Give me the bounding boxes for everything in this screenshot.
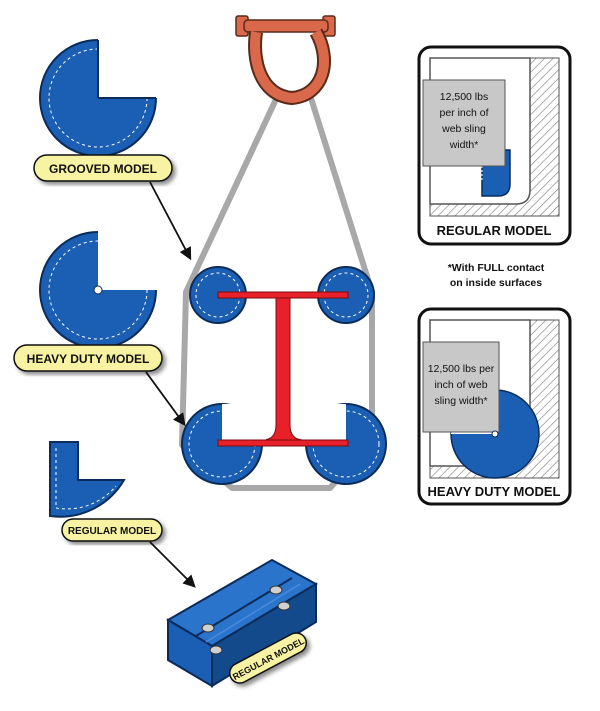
sling-assembly xyxy=(179,15,387,491)
grooved-model-text: GROOVED MODEL xyxy=(49,162,157,176)
regular-model-text: REGULAR MODEL xyxy=(68,526,156,537)
regular-note-line-4: width* xyxy=(449,139,479,151)
heavy-duty-model-pad xyxy=(39,230,160,349)
regular-block-label xyxy=(228,632,308,684)
web-sling xyxy=(179,93,375,491)
heavy-note-line-2: inch of web xyxy=(434,379,487,391)
grooved-model-pad xyxy=(39,38,160,157)
grooved-model-label xyxy=(33,154,173,182)
regular-arrow xyxy=(149,541,196,588)
regular-panel-title: REGULAR MODEL xyxy=(437,223,552,238)
regular-note-line-1: 12,500 lbs xyxy=(440,91,488,103)
footnote-line-2: on inside surfaces xyxy=(450,277,542,289)
heavy-note-line-1: 12,500 lbs per xyxy=(428,363,495,375)
grooved-arrow xyxy=(149,181,192,261)
shackle xyxy=(235,15,336,106)
regular-model-label xyxy=(61,518,163,542)
heavy-duty-model-panel: 12,500 lbs per inch of web sling width* … xyxy=(417,307,572,506)
regular-model-pad xyxy=(49,441,126,518)
regular-note-line-2: per inch of xyxy=(439,107,488,119)
heavy-note-line-3: sling width* xyxy=(434,395,487,407)
heavy-duty-arrow xyxy=(145,371,186,427)
regular-model-panel: 12,500 lbs per inch of web sling width* … xyxy=(417,45,572,246)
regular-note-line-3: web sling xyxy=(441,123,486,135)
footnote-line-1: *With FULL contact xyxy=(448,262,545,274)
heavy-duty-model-text: HEAVY DUTY MODEL xyxy=(27,352,150,366)
heavy-duty-model-label xyxy=(13,344,163,372)
heavy-duty-panel-title: HEAVY DUTY MODEL xyxy=(428,484,561,499)
regular-model-3d-block xyxy=(166,558,319,688)
